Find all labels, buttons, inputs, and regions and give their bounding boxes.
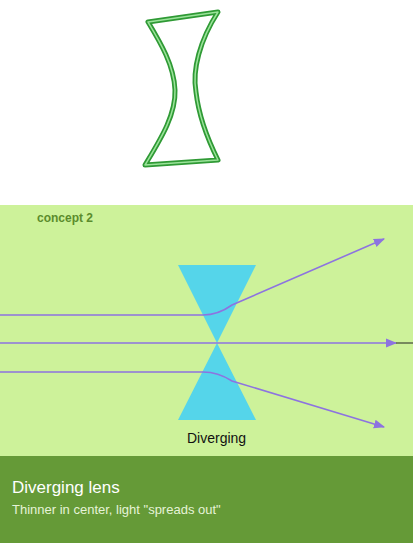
ray [0, 372, 384, 427]
ray [0, 342, 396, 344]
lens-sketch [145, 12, 218, 165]
caption-band: Diverging lensThinner in center, light "… [0, 456, 413, 543]
axis-line [396, 343, 413, 344]
panel-tag: concept 2 [37, 211, 413, 225]
caption-body: Thinner in center, light "spreads out" [12, 502, 405, 518]
lens-label: Diverging [187, 430, 246, 446]
concept-panel: concept 2 Diverging lensThinner in center… [0, 205, 413, 543]
caption-title: Diverging lens [12, 478, 405, 498]
light-rays [0, 239, 396, 427]
panel-ground [0, 205, 413, 543]
ray [0, 239, 384, 315]
